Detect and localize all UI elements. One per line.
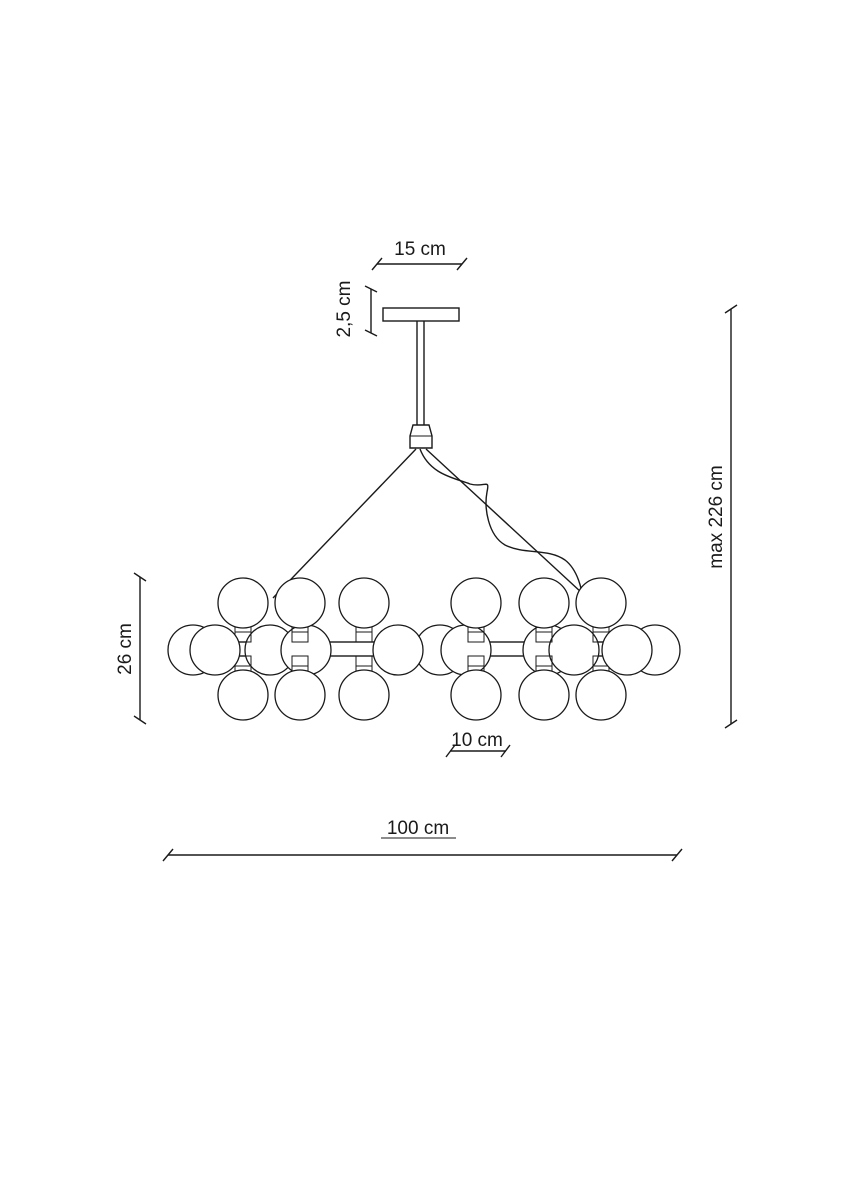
globe-bottom-4 [450,669,502,721]
globe-end-left-front [189,624,241,676]
ceiling-canopy [382,307,460,322]
suspension-hub [409,424,433,449]
globe-bottom-2 [274,669,326,721]
globe-bottom-5 [518,669,570,721]
dimension-label-lamp-height: 26 cm [115,623,136,675]
dimension-label-canopy-width: 15 cm [394,239,446,260]
dimension-lamp-height: 26 cm [115,572,147,725]
globe-center-front [372,624,424,676]
dimension-total-height: max 226 cm [706,304,738,729]
dimension-canopy-height: 2,5 cm [334,280,378,338]
dimension-label-canopy-height: 2,5 cm [334,280,355,337]
dimension-canopy-width: 15 cm [371,239,468,271]
globe-top-5 [518,577,570,629]
globe-top-6 [575,577,627,629]
globe-top-2 [274,577,326,629]
suspension-rod [416,321,425,425]
globe-bottom-6 [575,669,627,721]
dimension-globe-diameter: 10 cm [445,730,511,758]
globe-bottom-3 [338,669,390,721]
globe-top-1 [217,577,269,629]
globe-top-4 [450,577,502,629]
globe-bottom-1 [217,669,269,721]
globe-end-right-front [601,624,653,676]
dimension-label-total-width: 100 cm [387,818,449,839]
suspension-cables [272,448,596,606]
dimension-total-width: 100 cm [162,818,683,862]
dimension-label-total-height: max 226 cm [706,465,727,568]
globe-rear-right-3 [548,624,600,676]
glass-globes [167,577,681,721]
globe-top-3 [338,577,390,629]
dimension-label-globe-diameter: 10 cm [451,730,503,751]
